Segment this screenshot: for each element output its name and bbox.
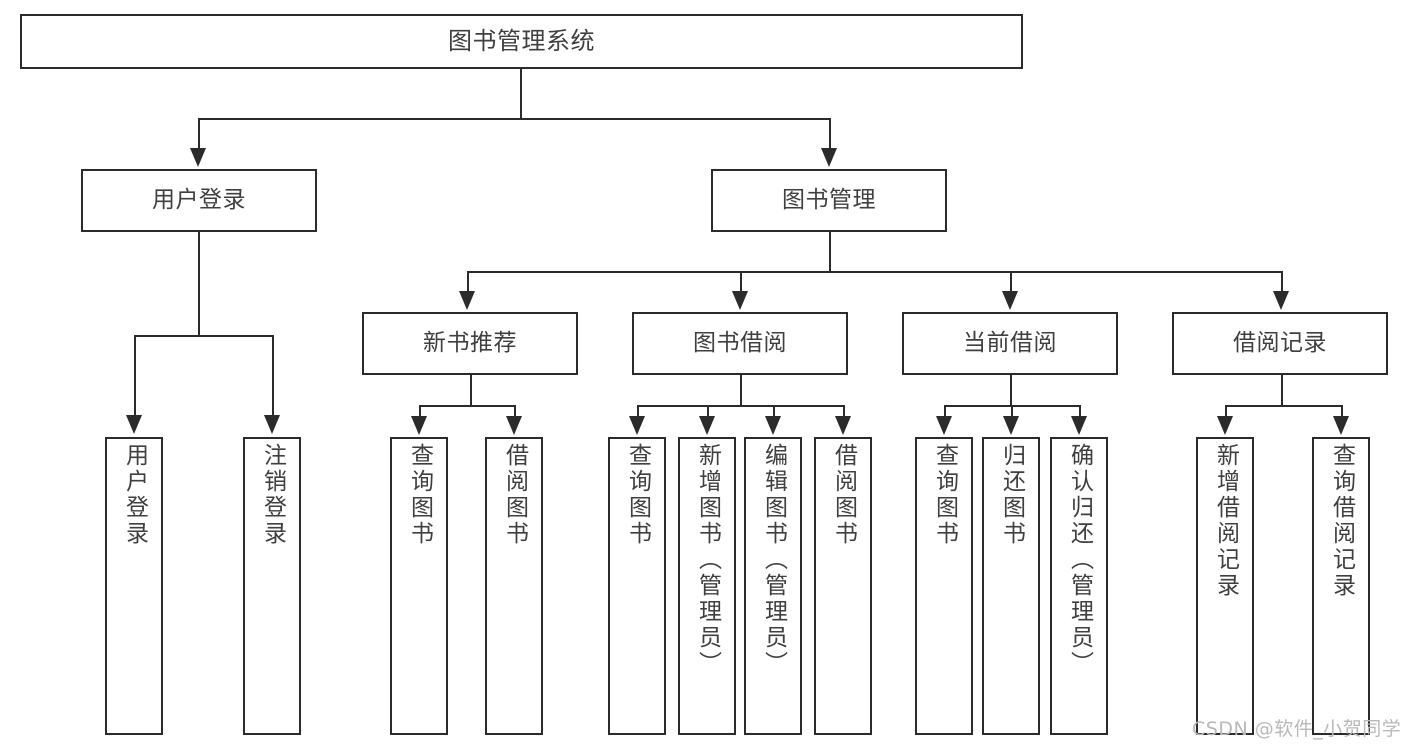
node-label: 借阅图书 [830,443,857,547]
connector-drop-leaf-user-login [134,335,136,418]
node-label: 图书管理系统 [448,27,595,56]
node-label: 新增借阅记录 [1212,443,1239,599]
connector-user-login-stem [198,232,200,335]
connector-root-stem [520,69,522,118]
arrowhead-leaf-query-book-1 [411,416,427,435]
arrowhead-leaf-add-book-admin [699,416,715,435]
arrowhead-leaf-logout-login [264,415,280,434]
connector-borrow-record-stem [1281,375,1283,405]
node-leaf-borrow-book-1[interactable]: 借阅图书 [485,437,543,735]
node-leaf-logout-login[interactable]: 注销登录 [243,437,301,735]
node-label: 新增图书（管理员） [694,443,721,677]
node-label: 注销登录 [259,443,286,547]
node-leaf-user-login[interactable]: 用户登录 [105,437,163,735]
arrowhead-leaf-query-borrow-record [1333,416,1349,435]
node-leaf-add-book-admin[interactable]: 新增图书（管理员） [678,437,736,735]
connector-drop-leaf-edit-book-admin [773,405,775,418]
arrowhead-leaf-edit-book-admin [765,416,781,435]
connector-drop-leaf-confirm-return-admin [1079,405,1081,418]
node-label: 图书借阅 [693,329,787,356]
connector-level3-bus [467,271,1281,273]
connector-drop-leaf-query-book-1 [419,405,421,418]
arrowhead-leaf-query-book-3 [936,416,952,435]
node-book-borrow[interactable]: 图书借阅 [632,312,848,375]
connector-current-borrow-stem [1010,375,1012,405]
connector-drop-leaf-add-book-admin [707,405,709,418]
connector-drop-leaf-return-book [1011,405,1013,418]
node-leaf-query-book-3[interactable]: 查询图书 [915,437,973,735]
arrowhead-leaf-borrow-book-1 [506,416,522,435]
node-label: 用户登录 [152,186,246,213]
node-label: 归还图书 [998,443,1025,547]
connector-drop-leaf-borrow-book-2 [843,405,845,418]
connector-drop-book-borrow [740,271,742,294]
connector-new-book-recommend-stem [470,375,472,405]
node-leaf-return-book[interactable]: 归还图书 [982,437,1040,735]
node-label: 借阅记录 [1233,329,1327,356]
connector-drop-book-manage [829,118,831,151]
node-label: 查询图书 [624,443,651,547]
node-label: 查询图书 [406,443,433,547]
connector-drop-user-login [198,118,200,151]
node-label: 查询借阅记录 [1328,443,1355,599]
connector-drop-leaf-query-borrow-record [1341,405,1343,418]
node-current-borrow[interactable]: 当前借阅 [902,312,1118,375]
node-label: 查询图书 [931,443,958,547]
connector-drop-leaf-query-book-3 [944,405,946,418]
node-leaf-add-borrow-record[interactable]: 新增借阅记录 [1196,437,1254,735]
node-book-manage[interactable]: 图书管理 [711,169,947,232]
node-new-book-recommend[interactable]: 新书推荐 [362,312,578,375]
node-label: 编辑图书（管理员） [760,443,787,677]
node-label: 确认归还（管理员） [1066,443,1093,677]
connector-book-borrow-stem [740,375,742,405]
connector-user-login-bus [134,335,272,337]
node-leaf-edit-book-admin[interactable]: 编辑图书（管理员） [744,437,802,735]
arrowhead-user-login [190,148,206,167]
arrowhead-book-borrow [732,291,748,310]
node-root-system[interactable]: 图书管理系统 [20,14,1023,69]
arrowhead-borrow-record [1273,291,1289,310]
arrowhead-leaf-confirm-return-admin [1071,416,1087,435]
connector-drop-new-book-recommend [467,271,469,294]
node-label: 新书推荐 [423,329,517,356]
arrowhead-leaf-return-book [1003,416,1019,435]
connector-borrow-record-bus [1225,405,1341,407]
connector-drop-leaf-query-book-2 [637,405,639,418]
arrowhead-leaf-borrow-book-2 [835,416,851,435]
node-leaf-query-borrow-record[interactable]: 查询借阅记录 [1312,437,1370,735]
connector-drop-leaf-logout-login [272,335,274,418]
connector-new-book-recommend-bus [419,405,514,407]
arrowhead-leaf-add-borrow-record [1217,416,1233,435]
node-leaf-query-book-1[interactable]: 查询图书 [390,437,448,735]
arrowhead-current-borrow [1002,291,1018,310]
arrowhead-leaf-query-book-2 [629,416,645,435]
node-leaf-borrow-book-2[interactable]: 借阅图书 [814,437,872,735]
node-label: 图书管理 [782,186,876,213]
connector-drop-borrow-record [1281,271,1283,294]
arrowhead-book-manage [821,148,837,167]
node-label: 用户登录 [121,443,148,547]
arrowhead-new-book-recommend [459,291,475,310]
connector-level2-bus [198,118,829,120]
connector-drop-current-borrow [1010,271,1012,294]
connector-book-manage-stem [829,232,831,271]
node-leaf-query-book-2[interactable]: 查询图书 [608,437,666,735]
node-borrow-record[interactable]: 借阅记录 [1172,312,1388,375]
arrowhead-leaf-user-login [126,415,142,434]
node-user-login[interactable]: 用户登录 [81,169,317,232]
node-label: 当前借阅 [963,329,1057,356]
node-label: 借阅图书 [501,443,528,547]
connector-drop-leaf-add-borrow-record [1225,405,1227,418]
node-leaf-confirm-return-admin[interactable]: 确认归还（管理员） [1050,437,1108,735]
connector-drop-leaf-borrow-book-1 [514,405,516,418]
connector-book-borrow-bus [637,405,843,407]
